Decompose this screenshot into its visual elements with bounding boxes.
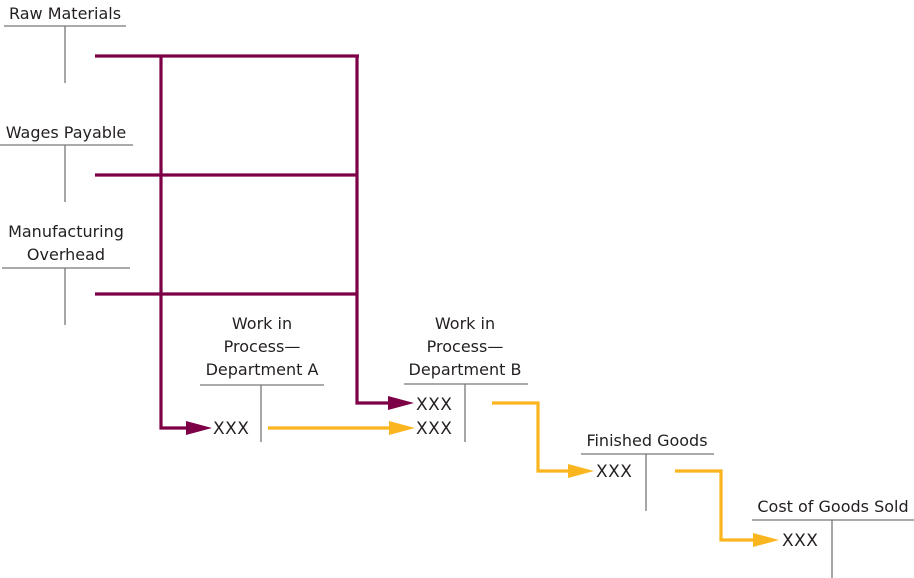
arrowhead-icon	[389, 421, 415, 435]
account-title-manufacturing-overhead-line2: Overhead	[27, 245, 105, 264]
t-account-wip-dept-b: Work in Process— Department B XXX XXX	[404, 314, 528, 442]
flow-line	[675, 469, 758, 542]
account-title-cost-of-goods-sold: Cost of Goods Sold	[757, 497, 908, 516]
account-title-wip-a-line3: Department A	[206, 360, 319, 379]
debit-entry: XXX	[782, 531, 818, 551]
account-title-wip-b-line3: Department B	[409, 360, 522, 379]
t-account-manufacturing-overhead: Manufacturing Overhead	[2, 222, 130, 325]
account-title-wages-payable: Wages Payable	[6, 123, 126, 142]
account-title-finished-goods: Finished Goods	[586, 431, 707, 450]
account-title-wip-b-line1: Work in	[435, 314, 495, 333]
t-account-cost-of-goods-sold: Cost of Goods Sold XXX	[752, 497, 914, 578]
arrowhead-icon	[568, 464, 594, 478]
account-title-raw-materials: Raw Materials	[9, 4, 121, 23]
account-title-manufacturing-overhead-line1: Manufacturing	[8, 222, 124, 241]
flow-line-to-dept-b	[355, 55, 392, 405]
input-cost-flows	[95, 54, 414, 435]
account-title-wip-a-line2: Process—	[224, 337, 301, 356]
t-account-finished-goods: Finished Goods XXX	[581, 431, 714, 511]
debit-entry: XXX	[416, 395, 452, 415]
debit-entry: XXX	[213, 419, 249, 439]
account-title-wip-a-line1: Work in	[232, 314, 292, 333]
debit-entry: XXX	[416, 419, 452, 439]
arrowhead-icon	[186, 421, 212, 435]
transfer-flow-a-to-b	[268, 421, 415, 435]
debit-entry: XXX	[596, 462, 632, 482]
arrowhead-icon	[753, 533, 779, 547]
transfer-flow-b-to-finished-goods	[492, 401, 594, 478]
t-account-raw-materials: Raw Materials	[4, 4, 126, 83]
t-account-wip-dept-a: Work in Process— Department A XXX	[200, 314, 324, 442]
arrowhead-icon	[388, 396, 414, 410]
transfer-flow-finished-goods-to-cogs	[675, 469, 779, 547]
flow-line	[492, 401, 573, 473]
account-title-wip-b-line2: Process—	[427, 337, 504, 356]
t-account-wages-payable: Wages Payable	[0, 123, 133, 202]
flow-line-to-dept-a	[159, 56, 190, 430]
